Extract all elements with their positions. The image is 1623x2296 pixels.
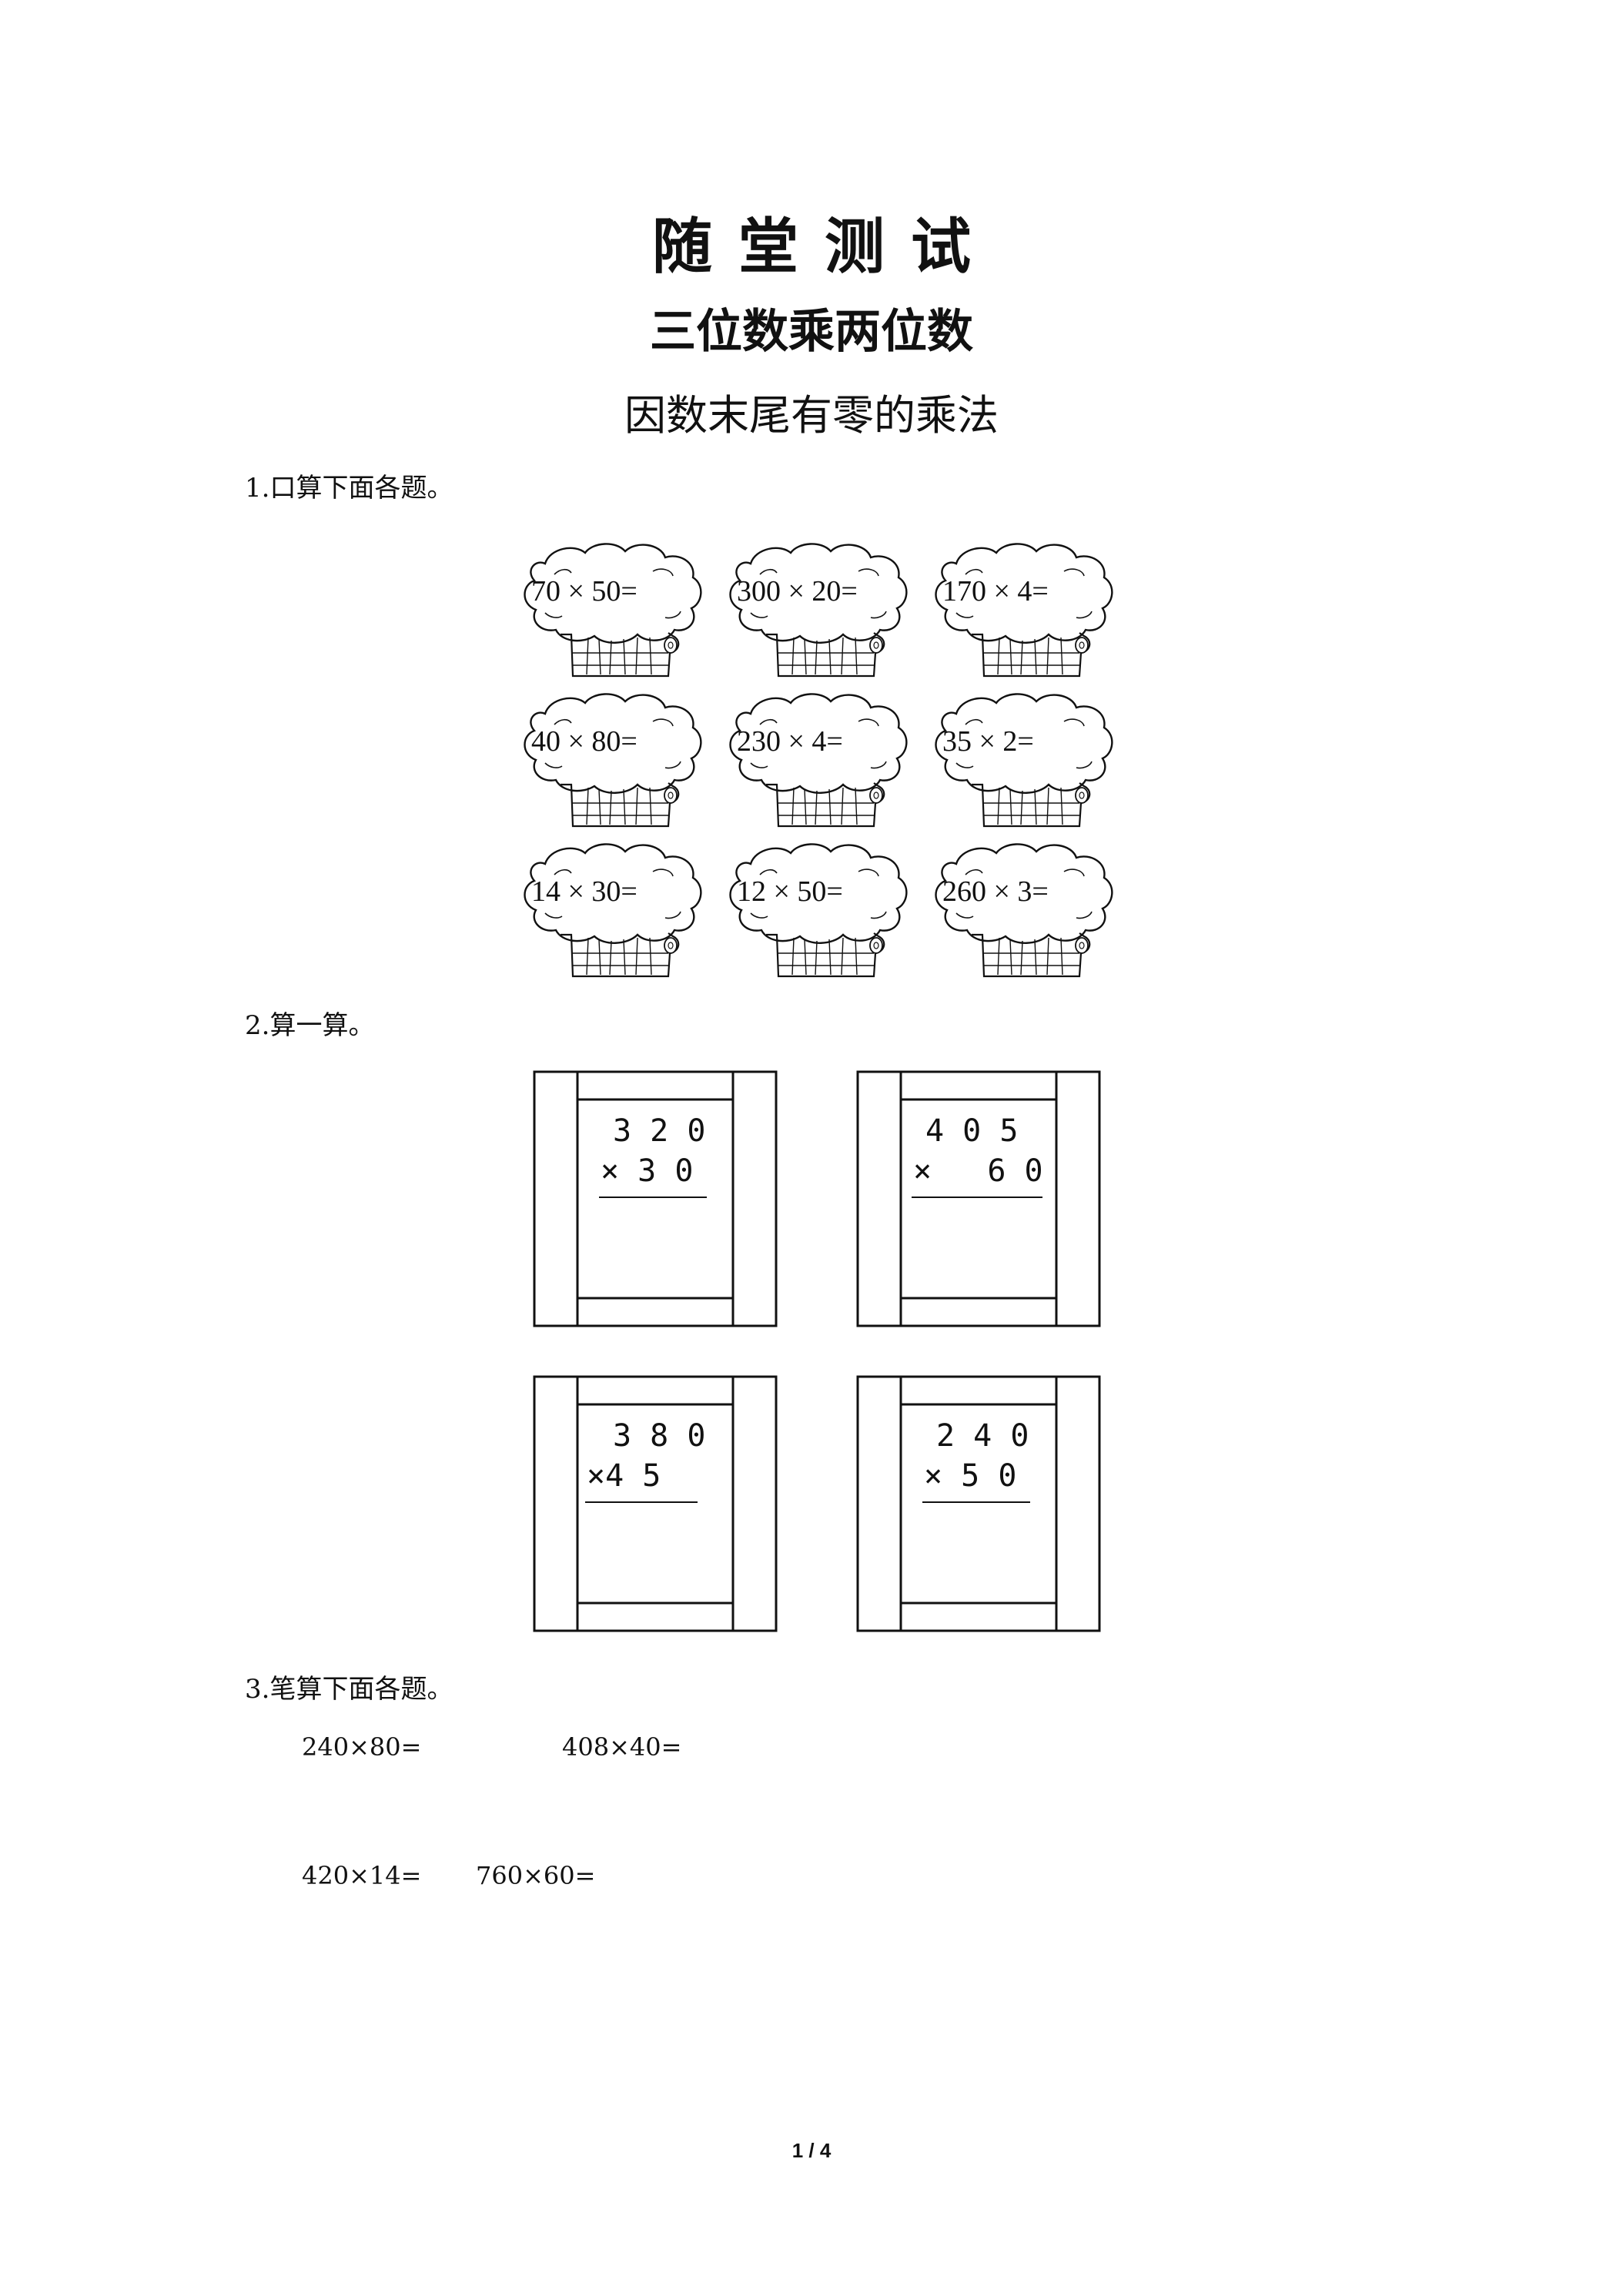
frame-outline — [533, 1070, 778, 1327]
oral-problem: 260 × 3= — [942, 875, 1049, 908]
vertical-problem-frame: 3 8 0 ×4 5 — [533, 1375, 778, 1632]
written-problem: 240×80= — [302, 1732, 422, 1762]
tree-icon — [729, 543, 908, 678]
tree-icon — [524, 543, 702, 678]
tree-card: 260 × 3= — [925, 838, 1118, 984]
tree-card: 230 × 4= — [720, 688, 912, 834]
oral-problem: 35 × 2= — [942, 725, 1034, 758]
written-problem: 760×60= — [476, 1861, 596, 1890]
multiplier: × 5 0 — [924, 1458, 1017, 1494]
oral-problem: 230 × 4= — [737, 725, 843, 758]
oral-problem: 40 × 80= — [531, 725, 637, 758]
written-problem: 420×14= — [302, 1861, 422, 1890]
frame-outline — [533, 1375, 778, 1632]
oral-problem: 300 × 20= — [737, 575, 858, 607]
vertical-problem-frame: 3 2 0 × 3 0 — [533, 1070, 778, 1327]
answer-line — [585, 1501, 698, 1503]
oral-problem: 12 × 50= — [737, 875, 843, 908]
answer-line — [912, 1197, 1042, 1198]
frame-outline — [856, 1070, 1101, 1327]
tree-icon — [935, 843, 1113, 978]
tree-icon — [935, 693, 1113, 828]
oral-problem: 14 × 30= — [531, 875, 637, 908]
vertical-problem-frame: 2 4 0 × 5 0 — [856, 1375, 1101, 1632]
answer-line — [599, 1197, 707, 1198]
section-1-heading: 1.口算下面各题。 — [245, 473, 453, 504]
page-number: 1 / 4 — [791, 2139, 832, 2162]
section-3-heading: 3.笔算下面各题。 — [245, 1674, 453, 1705]
tree-card: 170 × 4= — [925, 537, 1118, 684]
tree-card: 300 × 20= — [720, 537, 912, 684]
answer-line — [922, 1501, 1030, 1503]
section-2-heading: 2.算一算。 — [245, 1010, 375, 1041]
tree-card: 35 × 2= — [925, 688, 1118, 834]
tree-icon — [524, 693, 702, 828]
frame-outline — [856, 1375, 1101, 1632]
oral-problem: 170 × 4= — [942, 575, 1049, 607]
tree-icon — [729, 693, 908, 828]
tree-card: 14 × 30= — [514, 838, 707, 984]
page-title: 随堂测试 — [651, 213, 997, 282]
tree-card: 40 × 80= — [514, 688, 707, 834]
written-problem: 408×40= — [562, 1732, 682, 1762]
tree-icon — [524, 843, 702, 978]
page-subtitle: 三位数乘两位数 — [650, 305, 973, 359]
oral-problem: 70 × 50= — [531, 575, 637, 607]
multiplicand: 2 4 0 — [936, 1418, 1029, 1454]
multiplier: × 3 0 — [601, 1153, 694, 1189]
tree-icon — [729, 843, 908, 978]
multiplier: × 6 0 — [913, 1153, 1043, 1189]
multiplier: ×4 5 — [587, 1458, 661, 1494]
multiplicand: 3 2 0 — [613, 1113, 706, 1149]
tree-icon — [935, 543, 1113, 678]
tree-card: 70 × 50= — [514, 537, 707, 684]
multiplicand: 3 8 0 — [613, 1418, 706, 1454]
multiplicand: 4 0 5 — [925, 1113, 1019, 1149]
tree-card: 12 × 50= — [720, 838, 912, 984]
vertical-problem-frame: 4 0 5 × 6 0 — [856, 1070, 1101, 1327]
lesson-title: 因数末尾有零的乘法 — [624, 391, 999, 440]
